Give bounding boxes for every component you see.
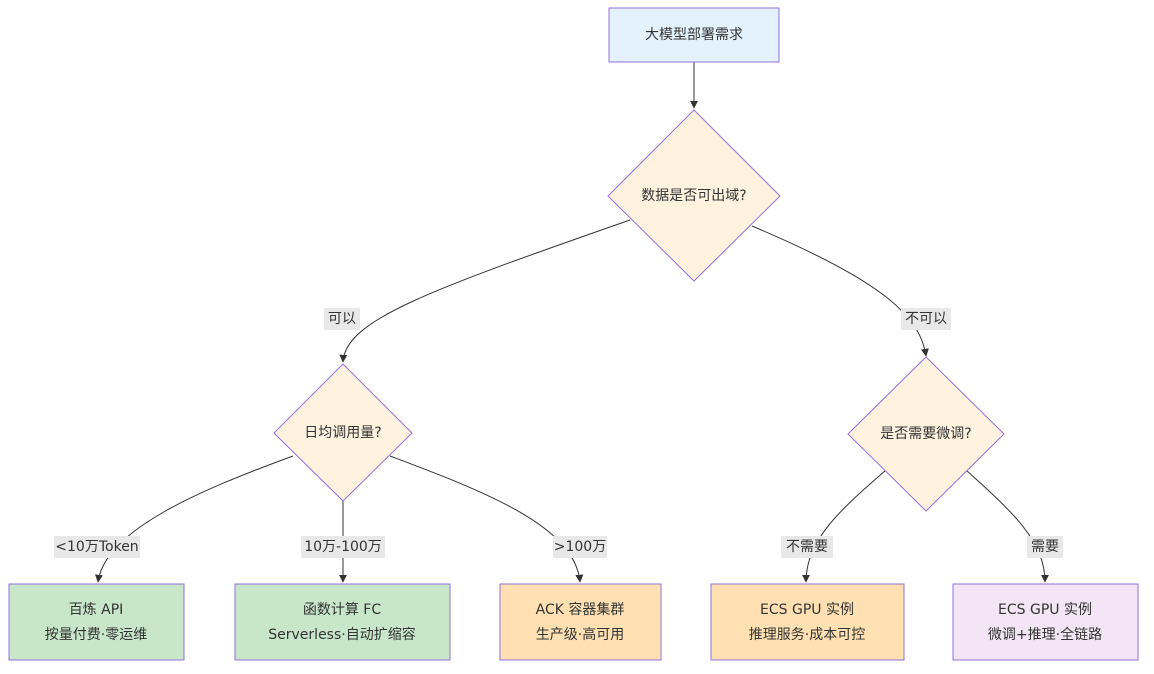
edge-volume-to-bailian	[95, 455, 294, 583]
edge-label-need: 需要	[1027, 536, 1063, 558]
node-ack-cluster: ACK 容器集群 生产级·高可用	[499, 583, 662, 661]
fc-title: 函数计算 FC	[303, 602, 382, 618]
edge-label-lt10w-text: <10万Token	[55, 539, 138, 555]
bailian-title: 百炼 API	[69, 602, 124, 618]
edge-label-10w-100w-text: 10万-100万	[304, 539, 382, 555]
edge-label-yes-text: 可以	[328, 311, 356, 327]
node-bailian-api: 百炼 API 按量付费·零运维	[8, 583, 185, 661]
edge-label-lt10w: <10万Token	[54, 536, 140, 558]
edge-finetune-to-ecs-full	[965, 469, 1049, 583]
bailian-subtitle: 按量付费·零运维	[45, 627, 147, 643]
edge-data-to-volume	[339, 219, 631, 363]
node-ecs-full-pipeline: ECS GPU 实例 微调+推理·全链路	[952, 583, 1139, 661]
edge-volume-to-ack	[389, 455, 584, 583]
node-start-label: 大模型部署需求	[645, 27, 743, 43]
edge-label-gt100w: >100万	[553, 536, 607, 558]
edge-label-gt100w-text: >100万	[554, 539, 606, 555]
decision-data-label: 数据是否可出域?	[641, 188, 746, 204]
decision-finetune-label: 是否需要微调?	[880, 426, 971, 442]
edge-finetune-to-ecs-inference	[802, 469, 887, 583]
ack-subtitle: 生产级·高可用	[536, 626, 624, 643]
fc-subtitle: Serverless·自动扩缩容	[268, 626, 415, 643]
node-function-compute: 函数计算 FC Serverless·自动扩缩容	[234, 583, 451, 661]
edge-label-yes: 可以	[324, 308, 360, 330]
edge-label-no: 不可以	[901, 308, 951, 330]
ecs-inference-subtitle: 推理服务·成本可控	[749, 627, 865, 643]
edge-data-to-finetune	[751, 225, 929, 357]
edge-label-no-need: 不需要	[781, 536, 833, 558]
ecs-full-title: ECS GPU 实例	[998, 602, 1092, 618]
node-start: 大模型部署需求	[608, 7, 780, 63]
edge-label-10w-100w: 10万-100万	[301, 536, 385, 558]
ecs-inference-title: ECS GPU 实例	[760, 602, 854, 618]
decision-data-outbound: 数据是否可出域?	[607, 109, 781, 282]
ecs-full-subtitle: 微调+推理·全链路	[988, 626, 1102, 643]
ack-title: ACK 容器集群	[536, 601, 625, 618]
decision-daily-volume: 日均调用量?	[273, 363, 413, 502]
node-ecs-inference: ECS GPU 实例 推理服务·成本可控	[710, 583, 905, 661]
edge-label-no-need-text: 不需要	[786, 539, 828, 555]
edge-label-no-text: 不可以	[905, 311, 947, 327]
decision-finetune: 是否需要微调?	[847, 356, 1005, 512]
edge-label-need-text: 需要	[1031, 539, 1059, 555]
decision-volume-label: 日均调用量?	[304, 425, 381, 441]
